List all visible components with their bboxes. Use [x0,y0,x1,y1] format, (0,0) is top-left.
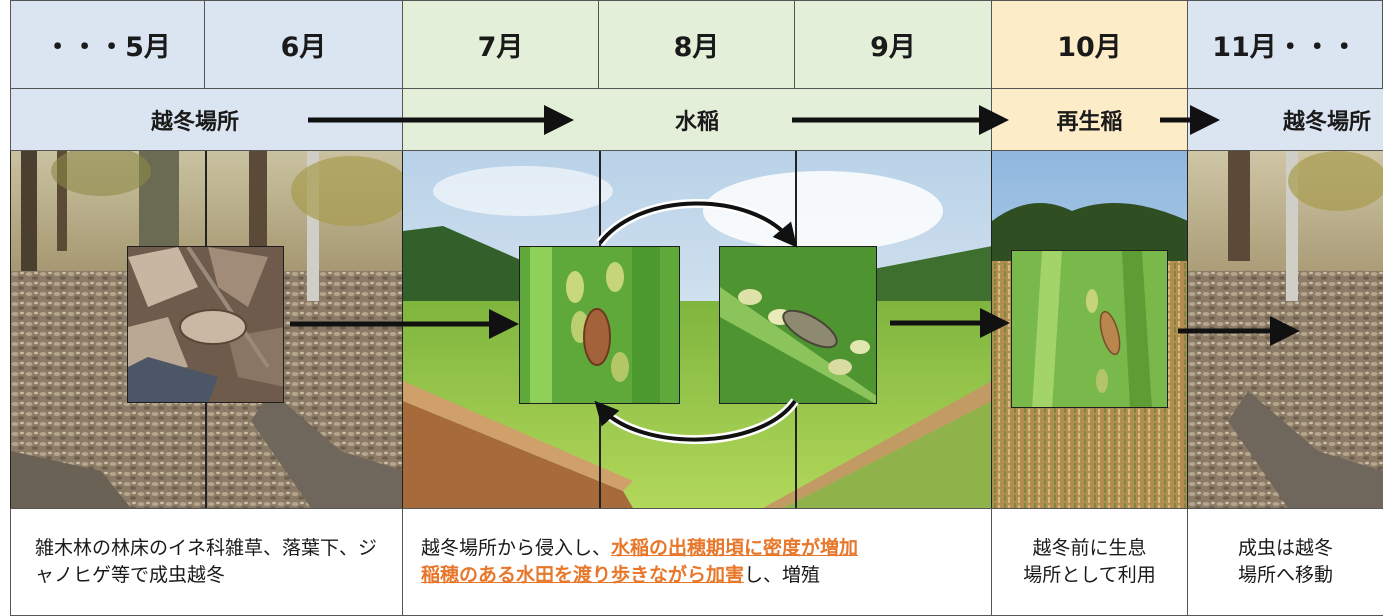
habitat-ratoon: 再生稲 [992,89,1188,151]
month-july: 7月 [403,0,599,89]
month-november: 11月・・・ [1188,0,1383,89]
insect-on-ratoon-rice-photo [1011,250,1168,408]
insect-on-rice-ear-photo-2 [719,246,877,404]
november-line-1: 成虫は越冬 [1237,537,1333,560]
description-winter: 雑木林の林床のイネ科雑草、落葉下、ジャノヒゲ等で成虫越冬 [10,508,403,616]
highlight-field-hopping-damage: 稲穂のある水田を渡り歩きながら加害 [421,564,745,586]
arrow-paddy-hop-forward [596,199,794,246]
description-october: 越冬前に生息 場所として利用 [992,508,1188,616]
month-august: 8月 [599,0,795,89]
forest-photo-right [1188,151,1383,508]
summer-line-2: 稲穂のある水田を渡り歩きながら加害し、増殖 [421,564,821,586]
month-october: 10月 [992,0,1188,89]
highlight-density-increase: 水稲の出穂期頃に密度が増加 [611,537,859,560]
insect-in-leaf-litter-photo [127,246,284,403]
october-line-1: 越冬前に生息 [1032,537,1147,560]
month-september: 9月 [795,0,992,89]
month-june: 6月 [205,0,403,89]
october-line-2: 場所として利用 [1023,564,1156,586]
arrow-paddy-hop-back [598,398,799,444]
month-may: ・・・5月 [10,0,205,89]
description-summer: 越冬場所から侵入し、水稲の出穂期頃に密度が増加 稲穂のある水田を渡り歩きながら加… [403,508,992,616]
habitat-arrows [308,105,1220,135]
november-line-2: 場所へ移動 [1237,564,1333,586]
habitat-wintering-end: 越冬場所 [1188,89,1383,151]
photo-arrows [290,199,1300,444]
description-november: 成虫は越冬 場所へ移動 [1188,508,1383,616]
summer-line-1: 越冬場所から侵入し、水稲の出穂期頃に密度が増加 [421,537,859,560]
insect-on-rice-ear-photo-1 [519,246,680,404]
